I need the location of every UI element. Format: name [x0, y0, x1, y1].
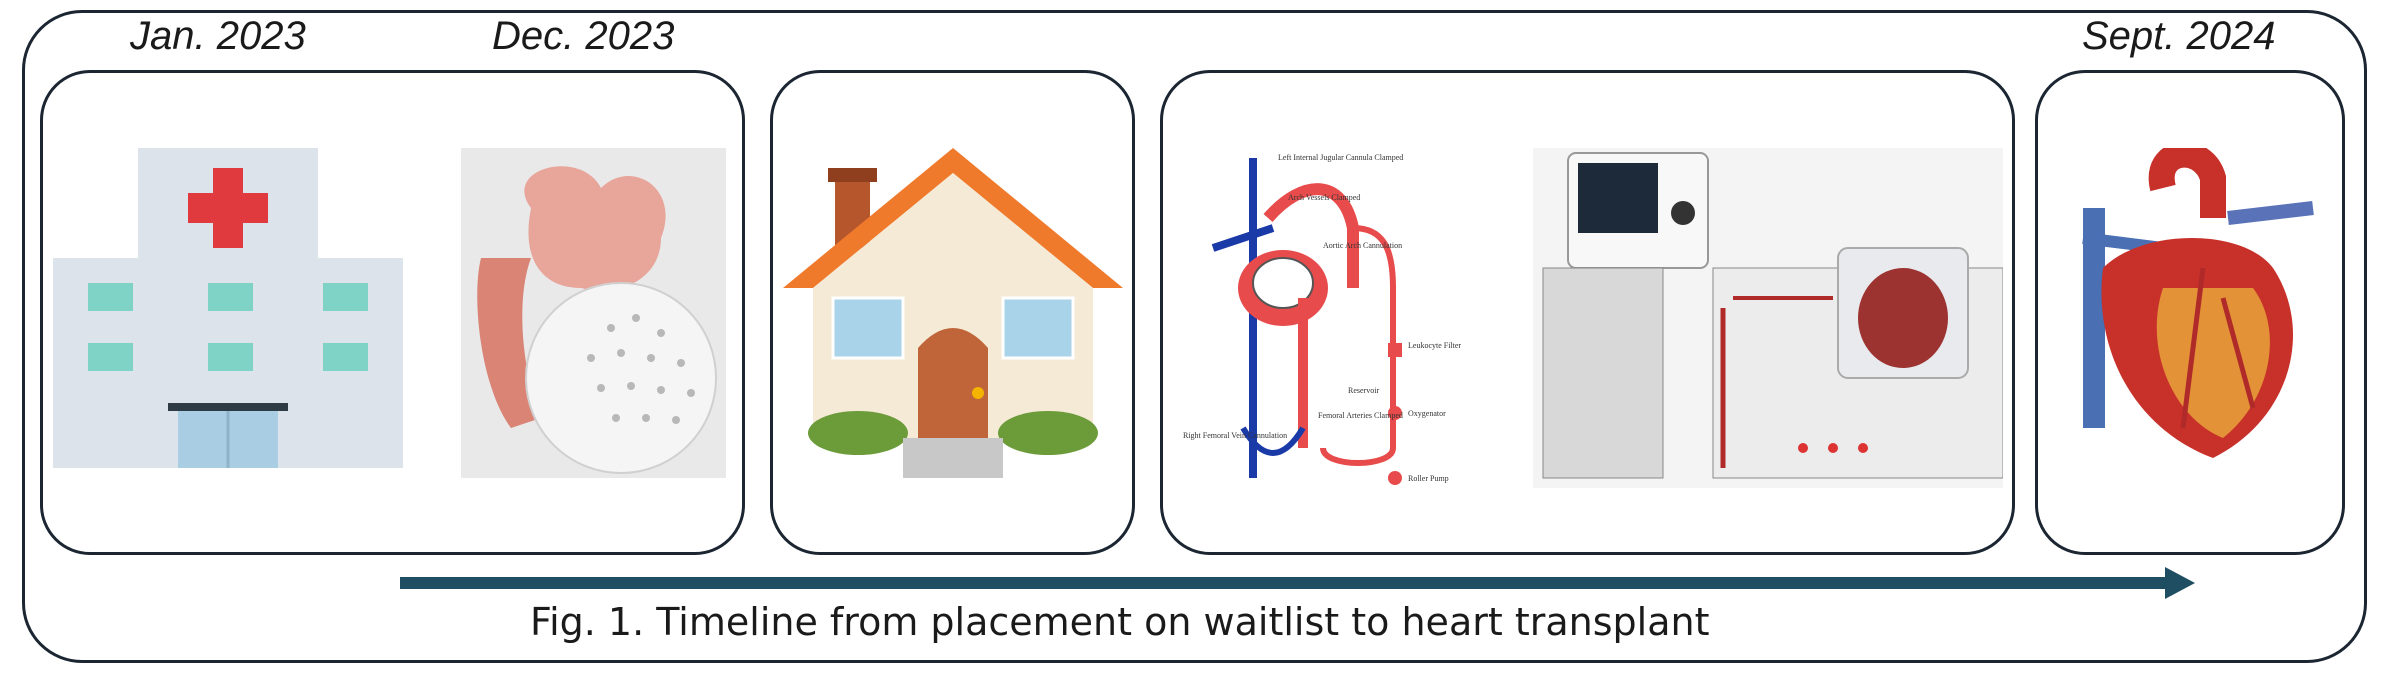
house-icon — [783, 148, 1123, 478]
svg-text:Leukocyte Filter: Leukocyte Filter — [1408, 341, 1461, 350]
svg-text:Roller Pump: Roller Pump — [1408, 474, 1449, 483]
svg-text:Aortic Arch Cannulation: Aortic Arch Cannulation — [1323, 241, 1402, 250]
timeline-arrow — [400, 567, 2195, 599]
date-jan-2023: Jan. 2023 — [130, 14, 306, 58]
date-dec-2023: Dec. 2023 — [492, 14, 675, 58]
perfusion-circuit-diagram: Left Internal Jugular Cannula Clamped Ar… — [1183, 153, 1461, 485]
figure-caption: Fig. 1. Timeline from placement on waitl… — [530, 600, 1710, 644]
artificial-heart-image — [461, 148, 726, 478]
svg-text:Femoral Arteries Clamped: Femoral Arteries Clamped — [1318, 411, 1403, 420]
svg-text:Oxygenator: Oxygenator — [1408, 409, 1446, 418]
svg-text:Right Femoral Vein Cannulation: Right Femoral Vein Cannulation — [1183, 431, 1287, 440]
organ-care-system-image — [1533, 148, 2003, 488]
svg-text:Reservoir: Reservoir — [1348, 386, 1379, 395]
heart-illustration — [2082, 148, 2314, 458]
svg-text:Left Internal Jugular Cannula: Left Internal Jugular Cannula Clamped — [1278, 153, 1403, 162]
date-sept-2024: Sept. 2024 — [2082, 14, 2276, 58]
panel-transplant — [2035, 70, 2345, 555]
hospital-icon — [53, 148, 403, 468]
svg-text:Arch Vessels Clamped: Arch Vessels Clamped — [1288, 193, 1360, 202]
panel-waitlist — [40, 70, 745, 555]
timeline-frame — [22, 10, 2367, 663]
panel-home — [770, 70, 1135, 555]
panel-perfusion: Left Internal Jugular Cannula Clamped Ar… — [1160, 70, 2015, 555]
